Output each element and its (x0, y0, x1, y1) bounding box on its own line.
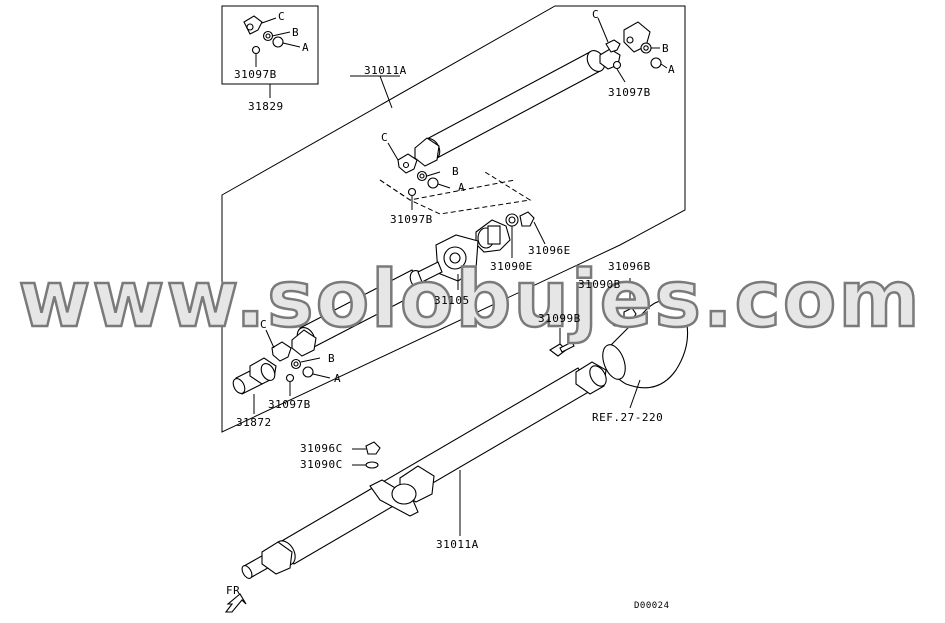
center-yoke-flange (475, 211, 546, 258)
label-c-low: C (260, 318, 267, 331)
diagram-code: D00024 (634, 601, 670, 611)
flange-bolts (549, 278, 637, 357)
label-a-right: A (668, 63, 675, 76)
watermark-text: www.solobujes.com (18, 255, 921, 345)
label-c-inset: C (278, 10, 285, 23)
middle-propeller-shaft (291, 261, 443, 357)
upper-propeller-shaft (414, 48, 621, 167)
label-31011a-top: 31011A (364, 64, 407, 77)
label-31090e: 31090E (490, 260, 533, 273)
label-31097b-inset: 31097B (234, 68, 277, 81)
label-a-inset: A (302, 41, 309, 54)
label-31829: 31829 (248, 100, 284, 113)
label-b-mid: B (452, 165, 459, 178)
middle-joint-parts (379, 142, 532, 215)
label-b-inset: B (292, 26, 299, 39)
label-31105: 31105 (434, 294, 470, 307)
label-c-right: C (592, 8, 599, 21)
lower-left-joint-parts (265, 329, 331, 396)
differential-reference (602, 299, 689, 409)
label-31099b: 31099B (538, 312, 581, 325)
upper-right-joint-parts (597, 17, 668, 83)
slip-yoke (232, 357, 277, 414)
label-a-low: A (334, 372, 341, 385)
label-fr: FR (226, 584, 240, 597)
label-a-mid: A (458, 181, 465, 194)
label-31097b-mid: 31097B (390, 213, 433, 226)
label-31096e: 31096E (528, 244, 571, 257)
label-31011a-bottom: 31011A (436, 538, 479, 551)
front-arrow (224, 593, 247, 613)
label-31096c: 31096C (300, 442, 343, 455)
label-b-right: B (662, 42, 669, 55)
center-support-nut (352, 441, 381, 469)
center-bearing (435, 234, 479, 290)
label-ref-27-220: REF.27-220 (592, 411, 663, 424)
label-c-mid: C (381, 131, 388, 144)
label-31090b: 31090B (578, 278, 621, 291)
label-31090c: 31090C (300, 458, 343, 471)
label-31097b-low: 31097B (268, 398, 311, 411)
assembly-frame (221, 5, 686, 433)
inset-yoke-parts (243, 15, 301, 67)
lower-propeller-shaft-assembly (241, 361, 607, 579)
label-b-low: B (328, 352, 335, 365)
label-31096b: 31096B (608, 260, 651, 273)
label-31872: 31872 (236, 416, 272, 429)
label-31097b-right: 31097B (608, 86, 651, 99)
